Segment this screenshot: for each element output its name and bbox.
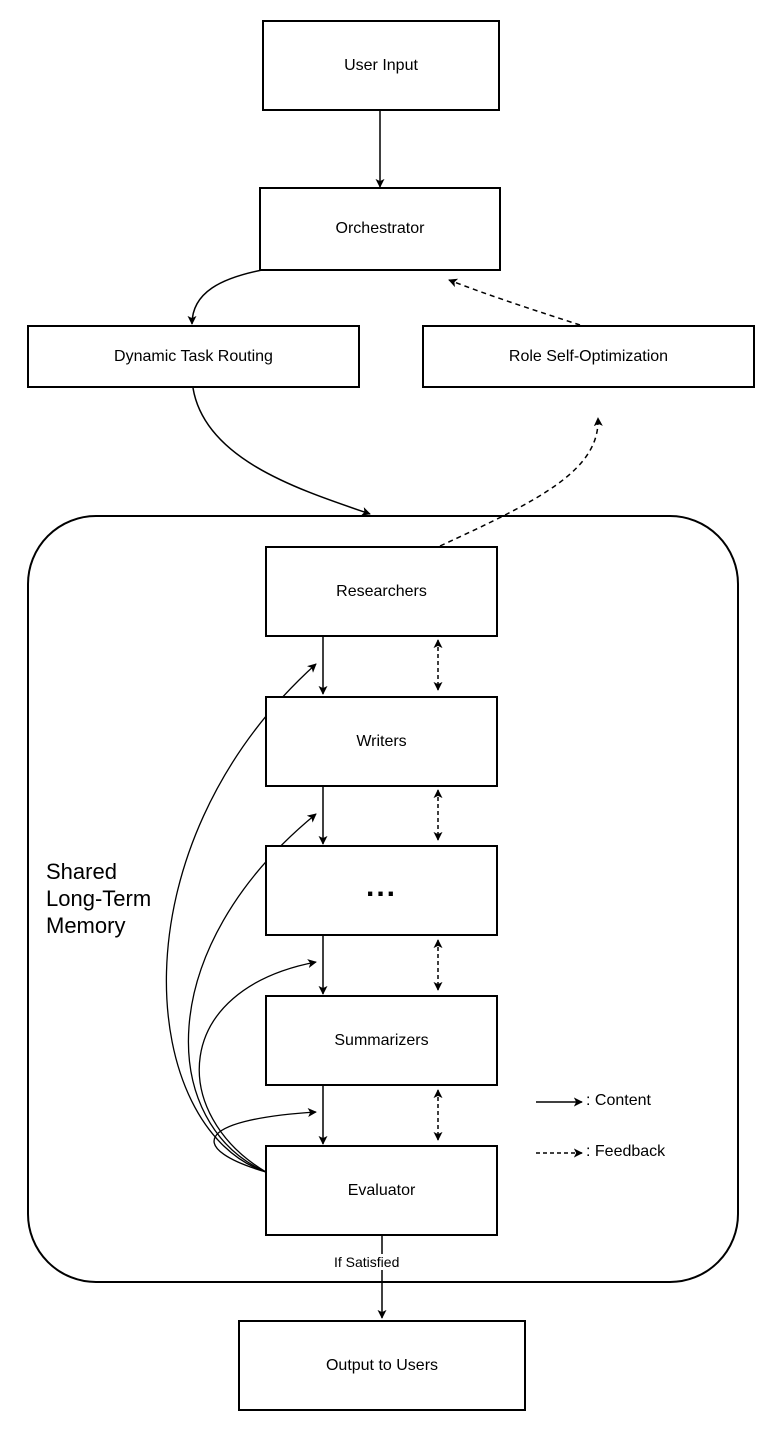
node-summarizers: Summarizers xyxy=(265,995,498,1086)
node-researchers: Researchers xyxy=(265,546,498,637)
edge-researchers-to-optimization xyxy=(439,417,603,547)
edge-optimization-to-orchestrator xyxy=(448,278,581,326)
legend-content-label: : Content xyxy=(586,1092,651,1110)
node-role-self-optimization: Role Self-Optimization xyxy=(422,325,755,388)
memory-edge-evaluator-to-summarizers xyxy=(198,959,317,1173)
if-satisfied-label: If Satisfied xyxy=(331,1254,403,1270)
shared-memory-label: Shared Long-Term Memory xyxy=(46,859,152,938)
node-user-input: User Input xyxy=(262,20,500,111)
edge-routing-to-agents xyxy=(192,387,371,516)
node-orchestrator: Orchestrator xyxy=(259,187,501,271)
node-output-to-users: Output to Users xyxy=(238,1320,526,1411)
node-ellipsis: ... xyxy=(265,845,498,936)
legend-feedback-label: : Feedback xyxy=(586,1143,666,1161)
node-evaluator: Evaluator xyxy=(265,1145,498,1236)
shared-memory-container xyxy=(27,515,739,1283)
edge-orchestrator-to-routing xyxy=(187,269,263,325)
node-writers: Writers xyxy=(265,696,498,787)
memory-edge-evaluator-to-evaluator xyxy=(213,1108,317,1173)
memory-edge-evaluator-to-writers xyxy=(165,663,317,1173)
memory-edge-evaluator-to-ellipsis xyxy=(187,813,317,1173)
node-dynamic-task-routing: Dynamic Task Routing xyxy=(27,325,360,388)
